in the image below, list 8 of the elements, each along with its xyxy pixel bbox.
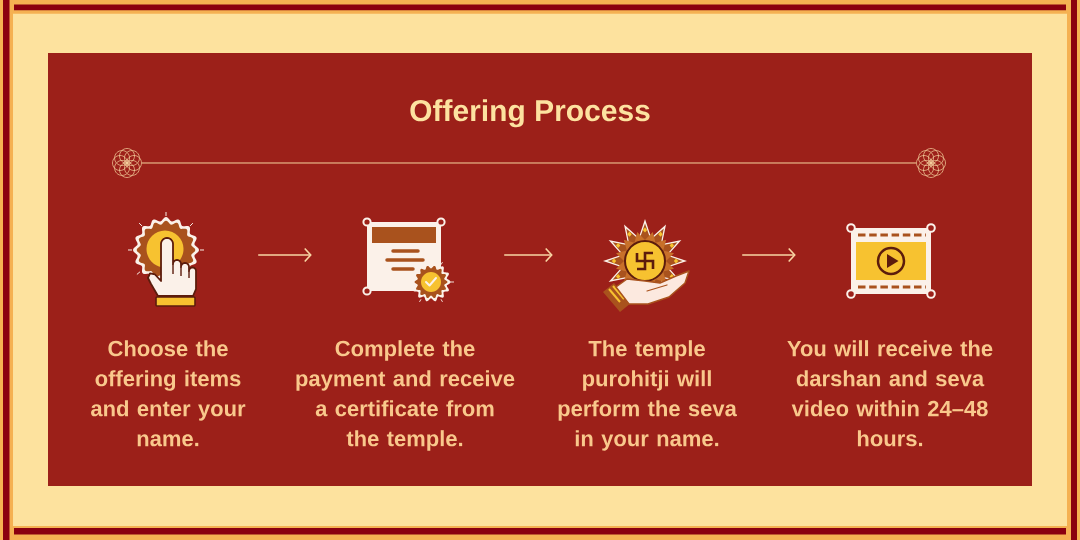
step-description: Choose the offering items and enter your name. — [91, 340, 246, 447]
arrow — [257, 247, 312, 263]
title: Offering Process — [410, 99, 650, 128]
step-description: Complete the payment and receive a certificate from the temple. — [296, 340, 515, 451]
arrow — [741, 247, 796, 263]
step-description: You will receive the darshan and seva video within 24–48 hours. — [787, 340, 993, 447]
arrow — [503, 247, 553, 263]
step-description: The temple purohitji will perform the seva in your name. — [558, 340, 737, 451]
